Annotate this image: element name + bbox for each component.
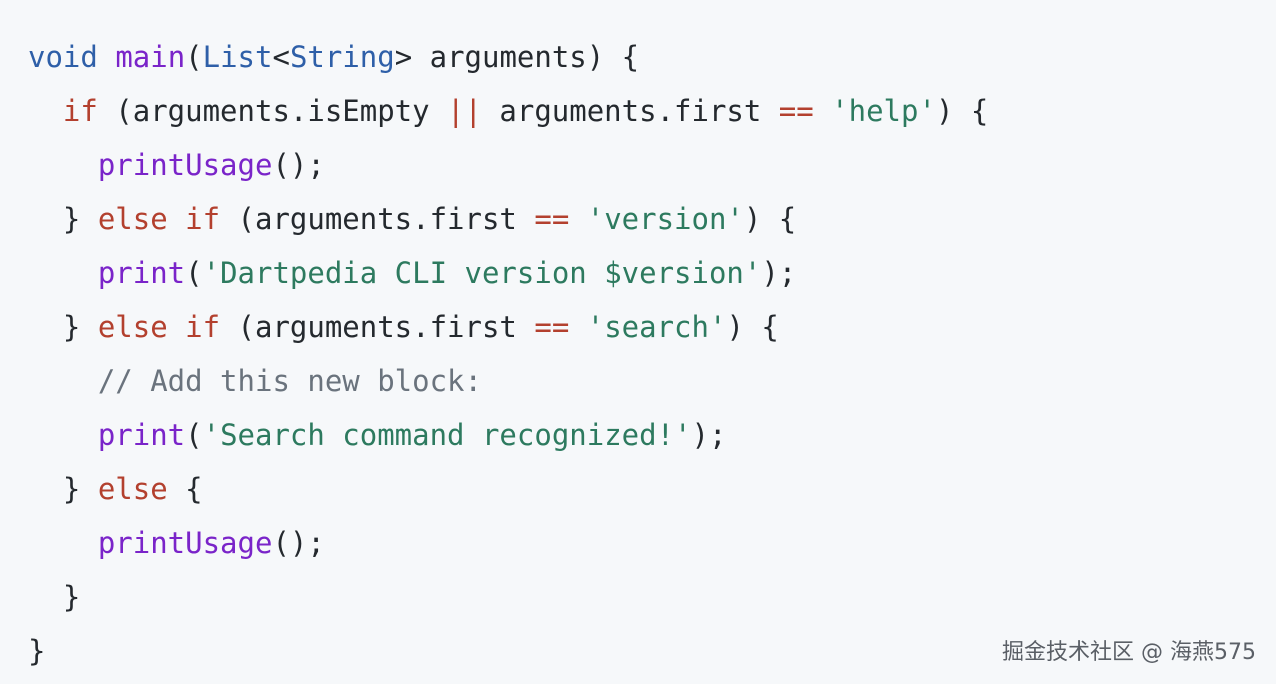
- code-text: (: [185, 418, 203, 452]
- function-token: printUsage: [97, 148, 273, 182]
- code-indent: [28, 580, 63, 614]
- keyword-token: else: [97, 310, 168, 344]
- string-token: 'Search command recognized!': [202, 418, 692, 452]
- code-text: ();: [272, 526, 325, 560]
- type-token: String: [289, 40, 395, 74]
- code-text: }: [62, 202, 98, 236]
- code-text: }: [62, 310, 98, 344]
- code-text: arguments.first: [481, 94, 779, 128]
- code-line: }: [28, 624, 988, 678]
- code-text: }: [62, 580, 81, 614]
- code-line: } else {: [28, 462, 988, 516]
- code-line: printUsage();: [28, 138, 988, 192]
- comment-token: // Add this new block:: [97, 364, 482, 398]
- code-text: {: [167, 472, 203, 506]
- string-token: 'search': [586, 310, 727, 344]
- code-text: }: [28, 634, 46, 668]
- code-line: } else if (arguments.first == 'search') …: [28, 300, 988, 354]
- code-text: ) {: [726, 310, 779, 344]
- keyword-token: if: [62, 94, 98, 128]
- code-text: (arguments.first: [220, 310, 535, 344]
- code-text: [569, 310, 586, 344]
- code-text: ();: [272, 148, 325, 182]
- code-indent: [28, 418, 98, 452]
- code-block: void main(List<String> arguments) { if (…: [28, 30, 988, 678]
- code-text: [814, 94, 831, 128]
- code-line: printUsage();: [28, 516, 988, 570]
- code-text: <: [272, 40, 290, 74]
- code-line: print('Search command recognized!');: [28, 408, 988, 462]
- code-text: (: [185, 40, 203, 74]
- code-line: } else if (arguments.first == 'version')…: [28, 192, 988, 246]
- operator-token: ==: [534, 310, 570, 344]
- code-line: print('Dartpedia CLI version $version');: [28, 246, 988, 300]
- operator-token: ==: [778, 94, 814, 128]
- string-token: 'Dartpedia CLI version $version': [202, 256, 762, 290]
- code-indent: [28, 256, 98, 290]
- code-indent: [28, 310, 63, 344]
- operator-token: ||: [447, 94, 482, 128]
- function-token: printUsage: [97, 526, 273, 560]
- code-text: [168, 202, 185, 236]
- code-text: );: [761, 256, 797, 290]
- string-token: 'help': [831, 94, 936, 128]
- code-text: (arguments.isEmpty: [97, 94, 448, 128]
- code-indent: [28, 526, 98, 560]
- code-line: void main(List<String> arguments) {: [28, 30, 988, 84]
- code-text: ) {: [935, 94, 989, 128]
- code-text: (arguments.first: [220, 202, 535, 236]
- code-text: [98, 40, 115, 74]
- keyword-token: else: [97, 472, 168, 506]
- code-indent: [28, 472, 63, 506]
- keyword-token: if: [185, 202, 221, 236]
- code-text: (: [185, 256, 203, 290]
- code-indent: [28, 364, 98, 398]
- code-indent: [28, 148, 98, 182]
- type-token: void: [28, 40, 98, 74]
- code-text: [569, 202, 586, 236]
- string-token: 'version': [586, 202, 744, 236]
- watermark-text: 掘金技术社区 @ 海燕575: [1002, 640, 1256, 665]
- code-text: [168, 310, 185, 344]
- code-text: }: [62, 472, 98, 506]
- code-text: ) {: [743, 202, 797, 236]
- type-token: List: [202, 40, 273, 74]
- code-line: if (arguments.isEmpty || arguments.first…: [28, 84, 988, 138]
- function-token: main: [115, 40, 186, 74]
- function-token: print: [97, 256, 186, 290]
- code-line: // Add this new block:: [28, 354, 988, 408]
- code-text: );: [691, 418, 727, 452]
- code-text: > arguments) {: [394, 40, 640, 74]
- code-indent: [28, 202, 63, 236]
- code-indent: [28, 94, 63, 128]
- keyword-token: if: [185, 310, 221, 344]
- operator-token: ==: [534, 202, 570, 236]
- code-line: }: [28, 570, 988, 624]
- function-token: print: [97, 418, 186, 452]
- keyword-token: else: [97, 202, 168, 236]
